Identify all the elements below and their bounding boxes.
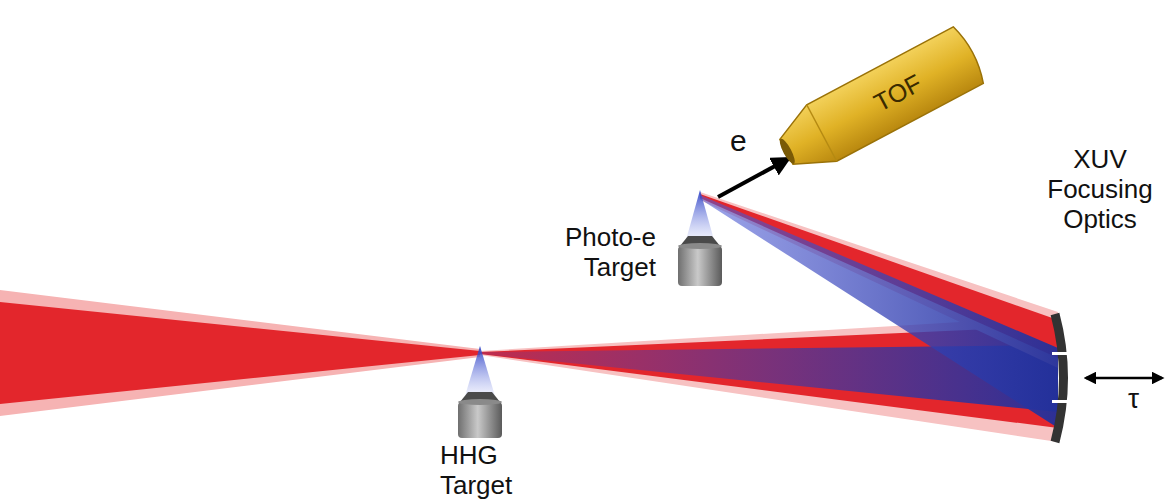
target-label: Photo-e Target xyxy=(546,222,656,282)
tof-detector: TOF xyxy=(764,18,996,187)
electron-label: e xyxy=(730,126,747,156)
delay-label: τ xyxy=(1128,384,1139,414)
target-label: HHG Target xyxy=(440,440,532,500)
optics-label: XUV Focusing Optics xyxy=(1036,144,1164,234)
